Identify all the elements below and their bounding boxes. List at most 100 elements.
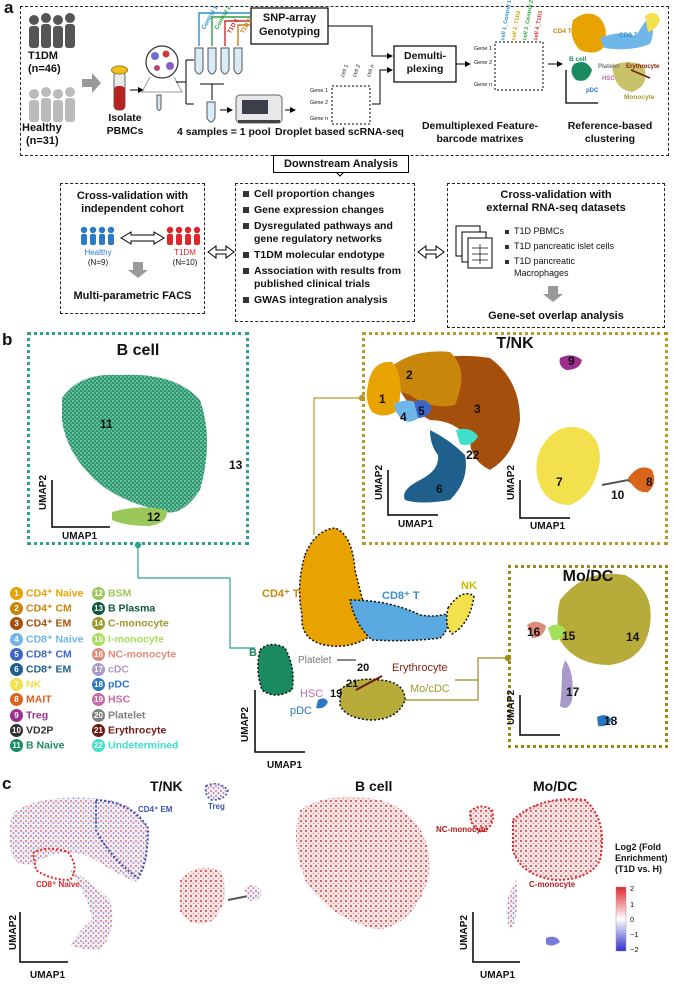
external-box <box>447 183 665 328</box>
legend-dot: 15 <box>92 632 105 646</box>
healthy-cohort-icon <box>80 226 115 245</box>
droplet-label: Droplet based scRNA-seq <box>275 126 404 138</box>
legend-dot: 5 <box>10 647 23 661</box>
demux-gene-1: Gene 1 <box>474 46 493 52</box>
matrix-gene-2: Gene 2 <box>310 100 329 106</box>
pbmcs-label: PBMCs <box>106 125 144 137</box>
main-label-erythrocyte: Erythrocyte <box>392 662 448 674</box>
bcell-11: 11 <box>100 417 113 431</box>
c-pdc-cluster <box>546 936 560 946</box>
healthy-label: Healthy <box>22 122 62 134</box>
tnk-cluster-2 <box>385 351 462 407</box>
analysis-item-6: GWAS integration analysis <box>243 294 401 307</box>
main-19: 19 <box>330 688 343 700</box>
legend-label: MAIT <box>26 693 52 706</box>
modc-box-title: Mo/DC <box>562 568 614 585</box>
bcell-box-title: B cell <box>116 342 160 359</box>
external-item-2: T1D pancreatic islet cells <box>505 240 614 252</box>
tnk-umap1-b: UMAP1 <box>530 521 566 532</box>
legend-dot: 11 <box>10 739 23 752</box>
colorbar-title: Log2 (Fold Enrichment) (T1D vs. H) <box>615 842 668 874</box>
modc-cluster-14 <box>557 573 651 665</box>
isolate-label: Isolate <box>108 112 142 124</box>
ref-bcell: B cell <box>569 56 587 63</box>
ref-clustering-label: Reference-based clustering <box>567 120 653 145</box>
colorbar-tick-m2: −2 <box>630 945 639 954</box>
legend-label: HSC <box>108 693 131 706</box>
legend-label: C-monocyte <box>108 617 169 630</box>
tnk-10: 10 <box>611 488 625 502</box>
legend-dot: 10 <box>10 723 23 737</box>
legend-label: pDC <box>108 678 130 691</box>
cohort-healthy: Healthy <box>84 248 112 257</box>
legend-dot: 4 <box>10 632 23 646</box>
cohort-t1dm-n: (N=10) <box>172 258 198 267</box>
c-cmono-label: C-monocyte <box>529 880 576 889</box>
c-ncmono-cluster <box>468 805 494 834</box>
t1dm-people-icon <box>29 13 75 48</box>
tnk-cluster-7 <box>536 426 600 505</box>
main-label-mocdc: Mo/cDC <box>410 683 450 695</box>
legend-dot: 20 <box>92 708 105 722</box>
analysis-item-3: Dysregulated pathways and gene regulator… <box>243 220 401 246</box>
matrix-gene-n: Gene n <box>310 116 329 122</box>
c-bcell-umap <box>296 796 430 930</box>
tnk-umap1-a: UMAP1 <box>398 519 434 530</box>
modc-17: 17 <box>566 685 580 699</box>
main-pdc-cluster <box>316 698 328 709</box>
c-ncmono-label: NC-monocyte <box>436 825 489 834</box>
facs-label: Multi-parametric FACS <box>73 290 192 302</box>
modc-cluster-16 <box>527 621 546 638</box>
colorbar-tick-0: 0 <box>630 915 635 924</box>
main-label-hsc: HSC <box>300 688 324 700</box>
ref-cd8t: CD8 T <box>619 32 638 39</box>
main-label-cd8: CD8⁺ T <box>382 590 420 602</box>
modc-cluster-17 <box>560 660 573 708</box>
ref-platelet: Platelet <box>598 64 620 70</box>
c-tnk-cd8em <box>70 870 113 950</box>
c-cd8naive-label: CD8⁺ Naive <box>36 880 80 889</box>
tnk-cluster-9 <box>559 355 582 370</box>
tnk-cluster-1 <box>366 361 401 416</box>
main-erythrocyte-line <box>355 675 383 691</box>
downstream-box: Downstream Analysis <box>273 155 409 173</box>
legend-dot: 14 <box>92 617 105 631</box>
legend-label: VD2P <box>26 724 54 737</box>
tnk-cluster-6 <box>404 430 466 503</box>
sequencer-icon <box>235 94 283 124</box>
c-cdc-cluster <box>506 880 518 930</box>
legend-label: CD8⁺ EM <box>26 663 72 676</box>
ref-cd4t: CD4 T <box>553 28 572 35</box>
c-treg-label: Treg <box>208 802 225 811</box>
legend-label: CD8⁺ Naive <box>26 632 84 645</box>
demux-label: Demulti- plexing <box>404 50 446 75</box>
ref-erythrocyte: Erythrocyte <box>626 64 660 70</box>
main-21: 21 <box>346 678 359 690</box>
healthy-people-icon <box>29 87 75 122</box>
colorbar-tick-1: 1 <box>630 900 635 909</box>
external-title: Cross-validation with external RNA-seq d… <box>486 189 626 214</box>
c-umap2-b: UMAP2 <box>459 914 470 950</box>
c-nk-cluster <box>180 867 226 924</box>
bcell-13: 13 <box>229 458 243 472</box>
analysis-item-4: T1DM molecular endotype <box>243 249 401 262</box>
main-cd4-cluster <box>298 527 373 647</box>
snp-label: SNP-array Genotyping <box>258 12 321 38</box>
colorbar-tick-2: 2 <box>630 884 635 893</box>
tnk-4: 4 <box>400 410 407 424</box>
c-bcell-title: B cell <box>355 778 393 794</box>
